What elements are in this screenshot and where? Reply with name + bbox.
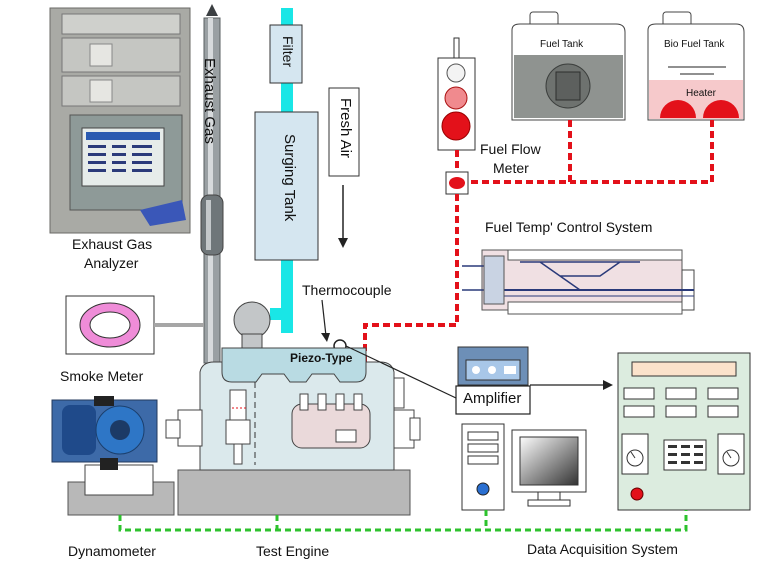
surging-tank-box <box>254 111 319 261</box>
fuel-flow-meter-label-1: Fuel Flow <box>480 141 541 157</box>
surging-tank-label: Surging Tank <box>281 134 298 222</box>
filter-label: Filter <box>280 36 296 68</box>
piezo-type-label: Piezo-Type <box>290 351 353 365</box>
thermocouple-label: Thermocouple <box>302 282 392 298</box>
thermocouple-probe <box>233 299 347 353</box>
filter-box <box>269 24 303 84</box>
test-engine <box>165 347 421 516</box>
amplifier-label: Amplifier <box>463 390 522 407</box>
amplifier-unit <box>455 346 531 415</box>
dynamometer-label: Dynamometer <box>68 543 156 559</box>
fresh-air-arrow <box>338 185 348 248</box>
exhaust-gas-analyzer-label-1: Exhaust Gas <box>72 236 153 252</box>
exhaust-gas-label: Exhaust Gas <box>201 58 218 144</box>
exhaust-gas-analyzer-label-2: Analyzer <box>84 255 139 271</box>
fuel-temp-control-system <box>462 249 695 315</box>
fresh-air-box <box>328 87 360 177</box>
fuel-tank-label: Fuel Tank <box>540 39 584 50</box>
fuel-flow-meter <box>437 37 476 195</box>
fuel-flow-meter-label-2: Meter <box>493 160 529 176</box>
bio-fuel-tank-label: Bio Fuel Tank <box>664 39 725 50</box>
exhaust-gas-analyzer <box>49 7 191 234</box>
smoke-meter-label: Smoke Meter <box>60 368 144 384</box>
fuel-tank <box>511 11 626 121</box>
computer <box>461 423 587 511</box>
heater-label: Heater <box>686 88 717 99</box>
exhaust-pipe <box>200 4 224 364</box>
fuel-temp-control-label: Fuel Temp' Control System <box>485 219 653 235</box>
data-acquisition-system-label: Data Acquisition System <box>527 541 678 557</box>
data-line <box>118 510 688 532</box>
data-acquisition-console <box>617 352 751 511</box>
fresh-air-label: Fresh Air <box>337 98 354 159</box>
dynamometer <box>51 396 175 516</box>
signal-line <box>345 345 613 399</box>
test-engine-label: Test Engine <box>256 543 330 559</box>
smoke-meter <box>65 295 204 355</box>
bio-fuel-tank <box>647 11 745 121</box>
